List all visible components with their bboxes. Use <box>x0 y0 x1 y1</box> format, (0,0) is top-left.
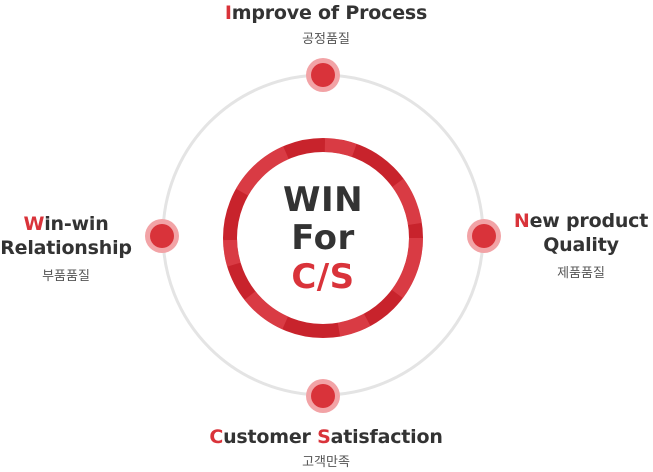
node-left <box>145 219 179 253</box>
label-bottom-korean: 고객만족 <box>302 455 350 470</box>
label-top: Improve of Process 공정품질 <box>176 1 476 49</box>
node-bottom <box>306 379 340 413</box>
label-bottom: Customer Satisfaction 고객만족 <box>176 425 476 472</box>
label-right-initial: N <box>513 210 530 232</box>
label-left-rest-1: in-win <box>44 213 109 235</box>
label-top-korean: 공정품질 <box>302 32 350 47</box>
label-top-initial: I <box>224 2 232 24</box>
label-left-initial: W <box>23 213 45 235</box>
label-left-korean: 부품품질 <box>42 269 90 284</box>
label-right: New product Quality 제품품질 <box>509 209 653 283</box>
label-top-rest: mprove of Process <box>231 2 428 24</box>
label-top-title: Improve of Process <box>176 1 476 25</box>
label-bottom-rest-1: ustomer <box>223 426 318 448</box>
node-right <box>467 219 501 253</box>
label-right-korean: 제품품질 <box>557 266 605 281</box>
label-bottom-initial-1: C <box>209 426 224 448</box>
center-ring-highlight <box>223 138 423 338</box>
center-line-3: C/S <box>291 257 355 297</box>
node-top <box>306 58 340 92</box>
label-bottom-initial-2: S <box>317 426 331 448</box>
label-right-title-1: New product <box>509 209 653 233</box>
label-bottom-rest-2: atisfaction <box>330 426 443 448</box>
label-left-title-2: Relationship <box>0 237 132 259</box>
center-line-1: WIN <box>282 180 364 220</box>
center-line-2: For <box>291 218 355 258</box>
label-left: Win-win Relationship 부품품질 <box>0 212 132 286</box>
label-left-title-1: Win-win <box>0 212 132 236</box>
label-right-rest-1: ew product <box>529 210 649 232</box>
label-right-title-2: Quality <box>543 234 619 256</box>
label-bottom-title: Customer Satisfaction <box>176 425 476 449</box>
